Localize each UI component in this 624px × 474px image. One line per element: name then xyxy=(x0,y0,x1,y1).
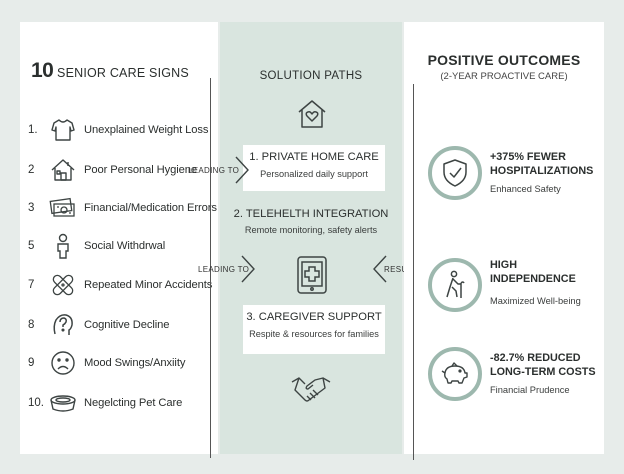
solution-box-home-care: 1. PRIVATE HOME CARE Personalized daily … xyxy=(243,145,385,191)
sad-face-icon xyxy=(46,350,80,376)
divider-line xyxy=(413,84,414,460)
question-head-icon xyxy=(46,312,80,338)
signs-title: 10 SENIOR CARE SIGNS xyxy=(31,59,189,83)
sign-item: 10. Negelcting Pet Care xyxy=(28,390,182,416)
solution-title: 3. CAREGIVER SUPPORT xyxy=(246,311,382,323)
solutions-title: SOLUTION PATHS xyxy=(259,70,363,82)
arrow-label: LEADING TO xyxy=(198,265,250,274)
signs-title-text: SENIOR CARE SIGNS xyxy=(53,66,189,80)
divider-line xyxy=(210,78,211,458)
outcomes-panel: POSITIVE OUTCOMES (2-YEAR PROACTIVE CARE… xyxy=(404,22,604,460)
sign-number: 5 xyxy=(28,240,35,252)
outcome-item: +375% FEWER HOSPITALIZATIONS Enhanced Sa… xyxy=(428,146,604,206)
sign-label: Repeated Minor Accidents xyxy=(84,279,213,291)
solution-subtitle: Respite & resources for families xyxy=(249,329,379,339)
sign-number: 1. xyxy=(28,124,38,136)
outcome-heading-line2: HOSPITALIZATIONS xyxy=(490,165,594,177)
sign-label: Financial/Medication Errors xyxy=(84,202,217,214)
arrow-left-icon xyxy=(373,255,387,283)
outcome-caption: Maximized Well-being xyxy=(490,296,581,306)
solution-subtitle: Remote monitoring, safety alerts xyxy=(244,225,378,235)
sign-label: Unexplained Weight Loss xyxy=(84,124,209,136)
walking-cane-icon xyxy=(428,258,482,312)
pet-bowl-icon xyxy=(46,392,80,414)
solution-subtitle: Personalized daily support xyxy=(260,169,368,179)
outcome-heading-line1: HIGH INDEPENDENCE xyxy=(490,259,576,285)
tablet-medical-icon xyxy=(296,255,328,300)
outcome-text: +375% FEWER HOSPITALIZATIONS Enhanced Sa… xyxy=(490,150,604,194)
outcome-heading-line2: LONG-TERM COSTS xyxy=(490,366,596,378)
sign-item: 8 Cognitive Decline xyxy=(28,312,169,338)
house-heart-icon xyxy=(297,98,327,135)
outcome-caption: Enhanced Safety xyxy=(490,184,561,194)
signs-panel: 10 SENIOR CARE SIGNS 1. Unexplained Weig… xyxy=(20,22,218,458)
solution-title: 2. TELEHELTH INTEGRATION xyxy=(233,208,389,220)
outcomes-title: POSITIVE OUTCOMES xyxy=(427,52,581,68)
money-icon xyxy=(46,196,80,220)
sign-number: 3 xyxy=(28,202,35,214)
outcome-heading-line1: -82.7% REDUCED xyxy=(490,352,581,364)
outcome-text: HIGH INDEPENDENCE Maximized Well-being xyxy=(490,258,604,306)
outcome-heading-line1: +375% FEWER xyxy=(490,151,566,163)
sign-label: Poor Personal Hygiene xyxy=(84,164,197,176)
sign-item: 3 Financial/Medication Errors xyxy=(28,195,217,221)
arrow-right-icon xyxy=(235,156,249,184)
piggy-bank-icon xyxy=(428,347,482,401)
signs-title-number: 10 xyxy=(31,59,54,82)
sign-item: 2 Poor Personal Hygiene xyxy=(28,157,197,183)
sign-item: 7 Repeated Minor Accidents xyxy=(28,272,212,298)
solution-telehealth: 2. TELEHELTH INTEGRATION Remote monitori… xyxy=(220,208,402,235)
sign-item: 5 Social Withdrwal xyxy=(28,233,165,259)
sign-number: 9 xyxy=(28,357,35,369)
sign-label: Negelcting Pet Care xyxy=(84,397,183,409)
shield-check-icon xyxy=(428,146,482,200)
solutions-panel: SOLUTION PATHS 1. PRIVATE HOME CARE Pers… xyxy=(188,22,433,454)
outcome-item: -82.7% REDUCED LONG-TERM COSTS Financial… xyxy=(428,347,604,407)
house-icon xyxy=(46,157,80,183)
solution-box-caregiver: 3. CAREGIVER SUPPORT Respite & resources… xyxy=(243,305,385,354)
sign-item: 9 Mood Swings/Anxiity xyxy=(28,350,185,376)
outcomes-subtitle: (2-YEAR PROACTIVE CARE) xyxy=(440,71,568,82)
sign-label: Mood Swings/Anxiity xyxy=(84,357,186,369)
person-icon xyxy=(46,233,80,259)
handshake-icon xyxy=(291,372,331,409)
sign-number: 7 xyxy=(28,279,35,291)
sign-number: 2 xyxy=(28,164,35,176)
outcome-item: HIGH INDEPENDENCE Maximized Well-being xyxy=(428,258,604,318)
arrow-label: LEADING TO xyxy=(188,166,240,175)
solution-title: 1. PRIVATE HOME CARE xyxy=(249,151,379,163)
arrow-right-icon xyxy=(241,255,255,283)
sign-number: 8 xyxy=(28,319,35,331)
sign-label: Social Withdrwal xyxy=(84,240,166,252)
outcome-text: -82.7% REDUCED LONG-TERM COSTS Financial… xyxy=(490,351,604,395)
outcome-caption: Financial Prudence xyxy=(490,385,570,395)
sign-number: 10. xyxy=(28,397,44,409)
bandage-icon xyxy=(46,272,80,298)
sign-item: 1. Unexplained Weight Loss xyxy=(28,117,208,143)
sign-label: Cognitive Decline xyxy=(84,319,170,331)
shirt-icon xyxy=(46,118,80,142)
